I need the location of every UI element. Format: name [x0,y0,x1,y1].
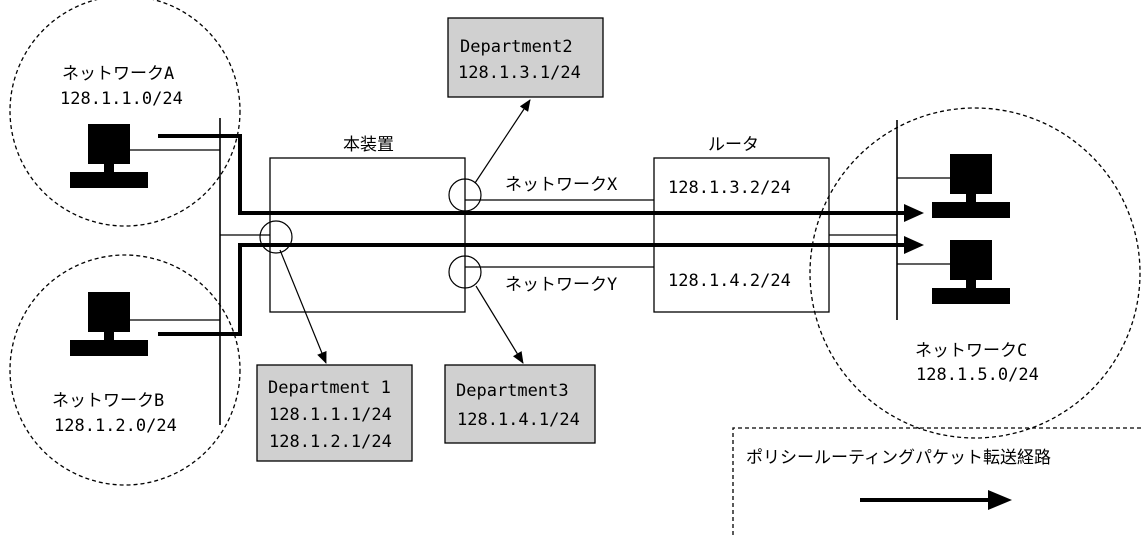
computer-icon [932,240,1010,304]
network-c: ネットワークC 128.1.5.0/24 [809,107,1141,439]
department1-address-2: 128.1.2.1/24 [269,432,392,452]
legend-label: ポリシールーティングパケット転送経路 [746,448,1051,468]
computer-icon [932,154,1010,218]
network-a-name: ネットワークA [62,64,174,84]
network-c-name: ネットワークC [915,341,1027,361]
router-box [653,157,830,313]
router-address-y: 128.1.4.2/24 [668,271,791,291]
department3-box: Department3 128.1.4.1/24 [444,364,596,444]
router-address-x: 128.1.3.2/24 [668,178,791,198]
department1-address-1: 128.1.1.1/24 [269,405,392,425]
department3-pointer [475,285,524,364]
computer-icon [70,292,148,356]
network-b-name: ネットワークB [52,391,164,411]
network-c-boundary [809,107,1141,439]
device-box [269,157,466,313]
route-path-network-b [158,243,904,336]
network-y-label: ネットワークY [505,275,617,295]
interface-marker [448,255,482,289]
interface-marker [259,220,293,254]
legend: ポリシールーティングパケット転送経路 [732,427,1141,535]
department2-name: Department2 [460,37,573,57]
department1-name: Department 1 [268,378,391,398]
network-x-label: ネットワークX [505,175,618,195]
network-b-boundary [9,254,241,486]
network-b-subnet: 128.1.2.0/24 [54,416,177,436]
network-a-boundary [9,0,241,227]
interface-marker [448,178,482,212]
department1-pointer [279,249,327,364]
network-b: ネットワークB 128.1.2.0/24 [9,254,241,486]
network-c-subnet: 128.1.5.0/24 [916,365,1039,385]
department1-box: Department 1 128.1.1.1/24 128.1.2.1/24 [256,364,413,462]
route-path-network-a [158,134,904,215]
department2-pointer [474,99,531,184]
department2-box: Department2 128.1.3.1/24 [447,17,604,98]
route-arrowhead [904,236,924,254]
route-arrowhead [904,204,924,222]
network-a: ネットワークA 128.1.1.0/24 [9,0,241,227]
department3-address: 128.1.4.1/24 [457,410,580,430]
device-label: 本装置 [343,135,394,155]
legend-arrowhead [988,490,1012,510]
network-a-subnet: 128.1.1.0/24 [60,89,183,109]
department3-name: Department3 [456,381,569,401]
router-label: ルータ [708,135,759,155]
department2-address: 128.1.3.1/24 [458,63,581,83]
computer-icon [70,124,148,188]
